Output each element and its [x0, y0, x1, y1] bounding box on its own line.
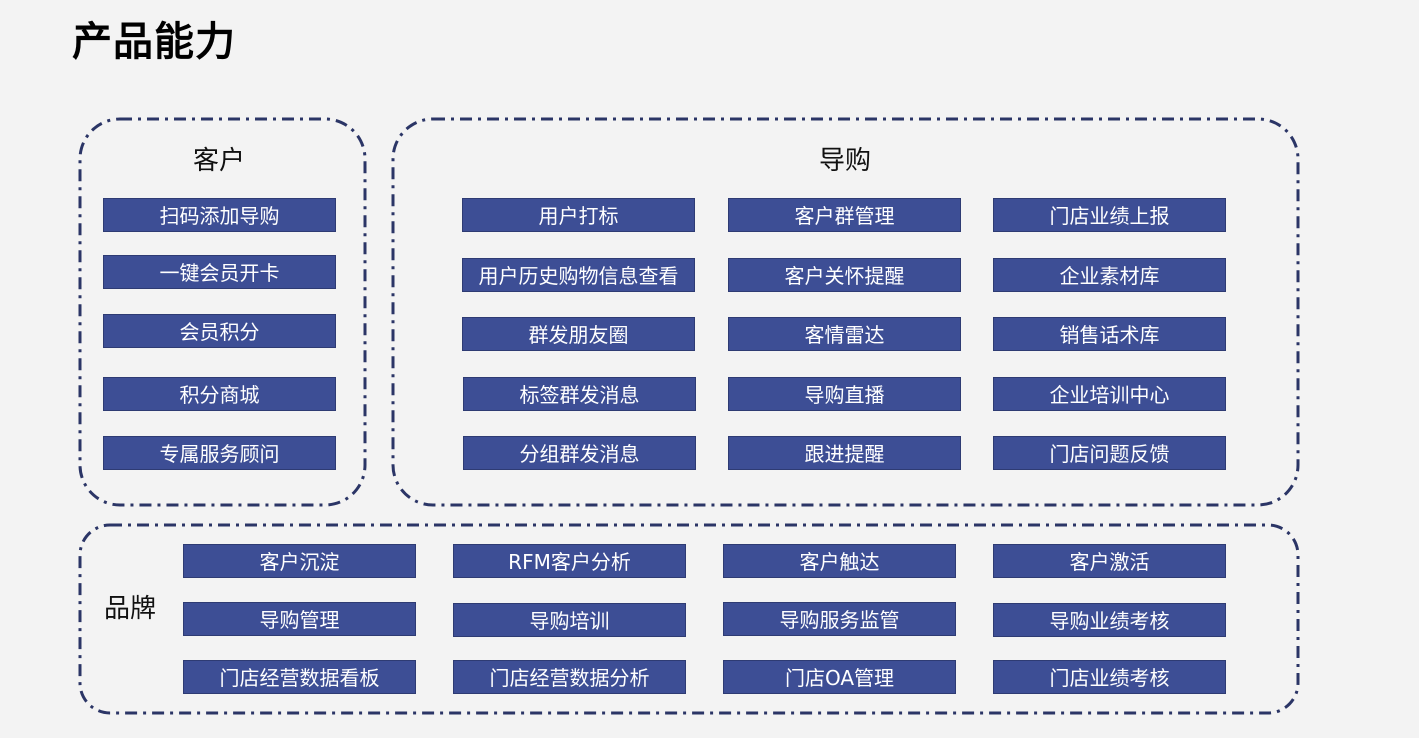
capability-box-tag-broadcast: 标签群发消息 — [463, 377, 696, 411]
capability-box-group-broadcast: 分组群发消息 — [463, 436, 696, 470]
capability-box-rfm-analysis: RFM客户分析 — [453, 544, 686, 578]
capability-box-customer-reach: 客户触达 — [723, 544, 956, 578]
capability-box-customer-activation: 客户激活 — [993, 544, 1226, 578]
capability-box-dedicated-advisor: 专属服务顾问 — [103, 436, 336, 470]
capability-box-moments-broadcast: 群发朋友圈 — [462, 317, 695, 351]
customer-group-frame — [78, 117, 367, 507]
capability-box-guide-performance-review: 导购业绩考核 — [993, 603, 1226, 637]
capability-box-store-issue-feedback: 门店问题反馈 — [993, 436, 1226, 470]
guide-group-frame — [391, 117, 1300, 507]
capability-box-one-click-membership: 一键会员开卡 — [103, 255, 336, 289]
capability-box-member-points: 会员积分 — [103, 314, 336, 348]
capability-box-store-performance-report: 门店业绩上报 — [993, 198, 1226, 232]
capability-box-follow-up-reminder: 跟进提醒 — [728, 436, 961, 470]
capability-box-sales-script-library: 销售话术库 — [993, 317, 1226, 351]
capability-box-training-center: 企业培训中心 — [993, 377, 1226, 411]
capability-box-purchase-history: 用户历史购物信息查看 — [462, 258, 695, 292]
capability-box-store-data-dashboard: 门店经营数据看板 — [183, 660, 416, 694]
customer-group-title: 客户 — [193, 146, 246, 176]
capability-box-guide-management: 导购管理 — [183, 602, 416, 636]
capability-box-store-data-analysis: 门店经营数据分析 — [453, 660, 686, 694]
brand-group-title: 品牌 — [104, 594, 157, 624]
capability-box-guide-live: 导购直播 — [728, 377, 961, 411]
capability-box-material-library: 企业素材库 — [993, 258, 1226, 292]
capability-box-care-reminder: 客户关怀提醒 — [728, 258, 961, 292]
capability-box-points-mall: 积分商城 — [103, 377, 336, 411]
capability-box-customer-retention: 客户沉淀 — [183, 544, 416, 578]
page-title: 产品能力 — [72, 19, 236, 65]
capability-box-store-performance-review: 门店业绩考核 — [993, 660, 1226, 694]
capability-box-scan-add-guide: 扫码添加导购 — [103, 198, 336, 232]
guide-group-title: 导购 — [819, 146, 872, 176]
capability-box-store-oa-management: 门店OA管理 — [723, 660, 956, 694]
capability-box-customer-group-mgmt: 客户群管理 — [728, 198, 961, 232]
capability-box-guide-service-supervision: 导购服务监管 — [723, 602, 956, 636]
capability-box-guide-training: 导购培训 — [453, 603, 686, 637]
capability-box-customer-radar: 客情雷达 — [728, 317, 961, 351]
capability-box-user-tagging: 用户打标 — [462, 198, 695, 232]
brand-group-frame — [78, 523, 1300, 715]
